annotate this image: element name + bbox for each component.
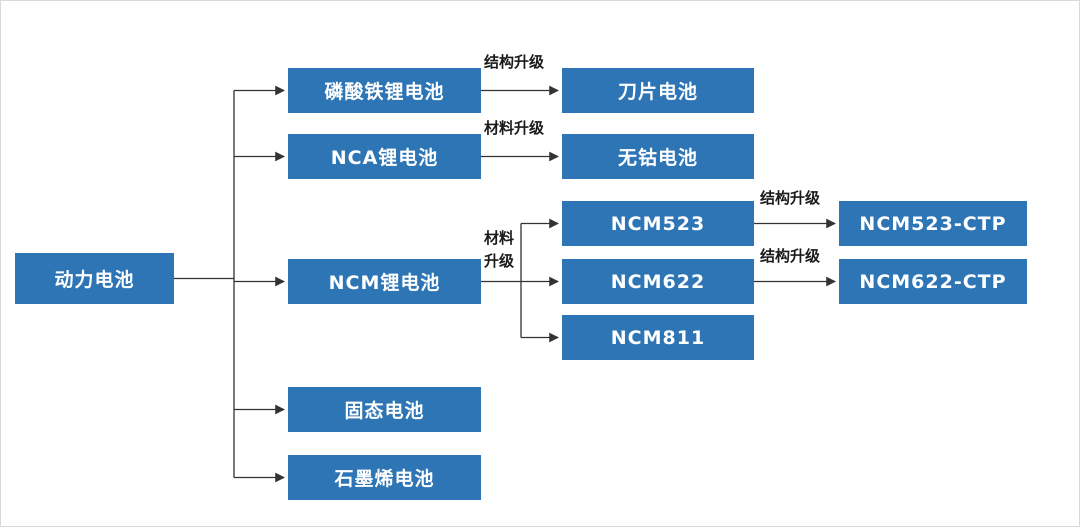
node-blade-battery: 刀片电池	[562, 68, 754, 113]
node-lfp-battery: 磷酸铁锂电池	[288, 68, 481, 113]
node-ncm523: NCM523	[562, 201, 754, 246]
edge-label-structure-upgrade-ncm622: 结构升级	[760, 247, 821, 265]
node-nca-battery: NCA锂电池	[288, 134, 481, 179]
node-power-battery: 动力电池	[15, 253, 174, 304]
node-ncm622: NCM622	[562, 259, 754, 304]
node-ncm523-ctp: NCM523-CTP	[839, 201, 1027, 246]
node-graphene-battery: 石墨烯电池	[288, 455, 481, 500]
node-ncm811: NCM811	[562, 315, 754, 360]
node-ncm-battery: NCM锂电池	[288, 259, 481, 304]
node-cobalt-free-battery: 无钴电池	[562, 134, 754, 179]
edge-label-structure-upgrade-ncm523: 结构升级	[760, 189, 821, 207]
node-solid-state-battery: 固态电池	[288, 387, 481, 432]
node-ncm622-ctp: NCM622-CTP	[839, 259, 1027, 304]
edge-label-material-upgrade-ncm: 材料 升级	[484, 229, 515, 270]
edge-label-structure-upgrade-lfp: 结构升级	[484, 53, 545, 71]
edge-label-material-upgrade-nca: 材料升级	[484, 119, 545, 137]
